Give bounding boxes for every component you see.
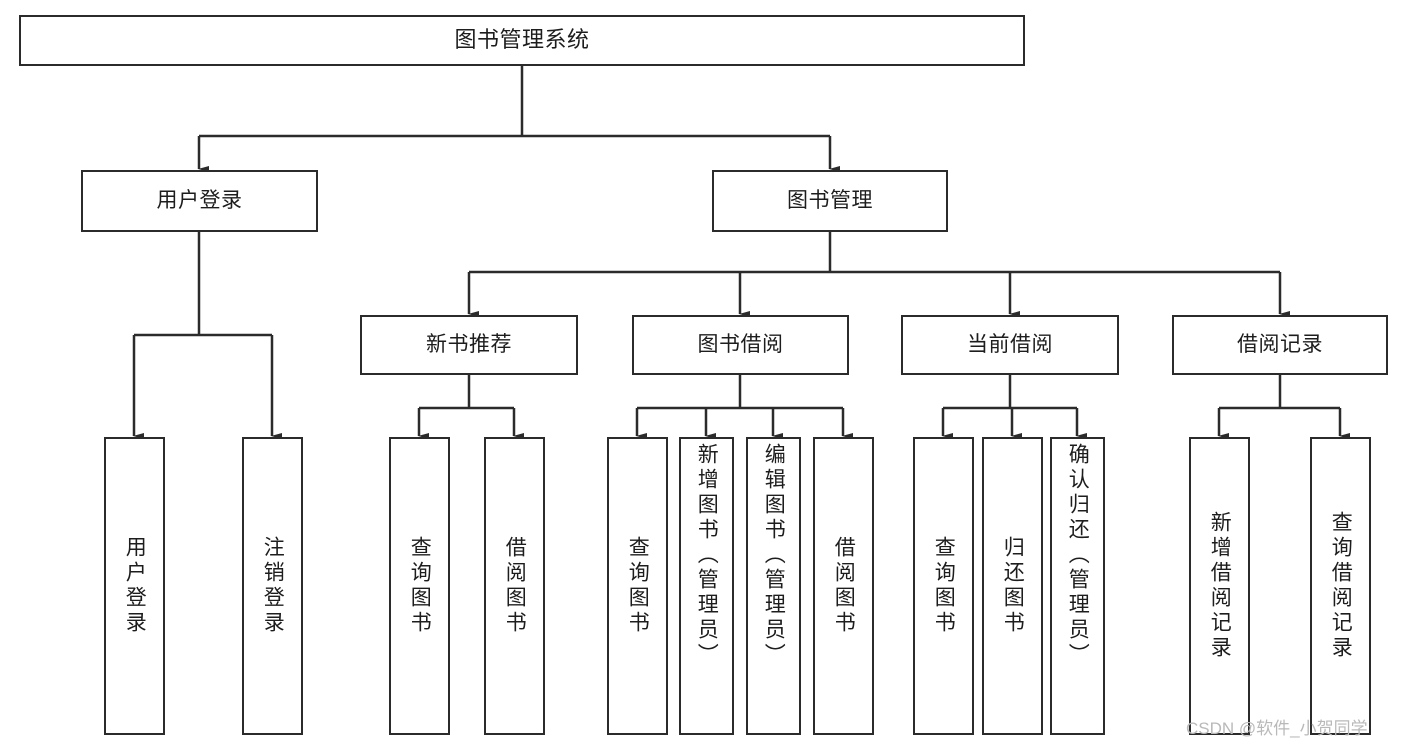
node-current-borrow-label: 当前借阅 (967, 333, 1053, 357)
leaf-add-book-admin-label: 新增图书（管理员） (695, 443, 719, 668)
leaf-user-login-do[interactable]: 用户登录 (104, 437, 165, 735)
leaf-query-borrow-record-label: 查询借阅记录 (1329, 511, 1353, 661)
leaf-return-book-label: 归还图书 (1001, 536, 1025, 636)
leaf-add-book-admin[interactable]: 新增图书（管理员） (679, 437, 734, 735)
leaf-borrow-book[interactable]: 借阅图书 (813, 437, 874, 735)
node-book-manage[interactable]: 图书管理 (712, 170, 948, 232)
node-book-borrow-label: 图书借阅 (697, 333, 784, 357)
leaf-confirm-return-admin[interactable]: 确认归还（管理员） (1050, 437, 1105, 735)
node-new-book-rec[interactable]: 新书推荐 (360, 315, 578, 375)
node-borrow-record[interactable]: 借阅记录 (1172, 315, 1388, 375)
leaf-borrow-query-book-label: 查询图书 (626, 536, 650, 636)
leaf-edit-book-admin[interactable]: 编辑图书（管理员） (746, 437, 801, 735)
node-user-login-label: 用户登录 (156, 189, 243, 213)
leaf-cur-query-book[interactable]: 查询图书 (913, 437, 974, 735)
node-current-borrow[interactable]: 当前借阅 (901, 315, 1119, 375)
leaf-rec-query-book[interactable]: 查询图书 (389, 437, 450, 735)
leaf-return-book[interactable]: 归还图书 (982, 437, 1043, 735)
node-borrow-record-label: 借阅记录 (1237, 333, 1323, 357)
leaf-add-borrow-record-label: 新增借阅记录 (1208, 511, 1232, 661)
node-new-book-rec-label: 新书推荐 (426, 333, 512, 357)
leaf-cur-query-book-label: 查询图书 (932, 536, 956, 636)
node-user-login[interactable]: 用户登录 (81, 170, 318, 232)
watermark: CSDN @软件_小贺同学 (1186, 719, 1368, 738)
leaf-user-login-do-label: 用户登录 (123, 536, 147, 636)
leaf-user-logout-label: 注销登录 (261, 536, 285, 636)
node-root[interactable]: 图书管理系统 (19, 15, 1025, 66)
leaf-rec-query-book-label: 查询图书 (408, 536, 432, 636)
leaf-query-borrow-record[interactable]: 查询借阅记录 (1310, 437, 1371, 735)
leaf-add-borrow-record[interactable]: 新增借阅记录 (1189, 437, 1250, 735)
node-book-manage-label: 图书管理 (787, 189, 873, 213)
leaf-borrow-book-label: 借阅图书 (832, 536, 856, 636)
leaf-user-logout[interactable]: 注销登录 (242, 437, 303, 735)
leaf-confirm-return-admin-label: 确认归还（管理员） (1066, 443, 1090, 668)
node-book-borrow[interactable]: 图书借阅 (632, 315, 849, 375)
leaf-edit-book-admin-label: 编辑图书（管理员） (762, 443, 786, 668)
leaf-rec-borrow-book[interactable]: 借阅图书 (484, 437, 545, 735)
leaf-borrow-query-book[interactable]: 查询图书 (607, 437, 668, 735)
node-root-label: 图书管理系统 (454, 27, 590, 53)
leaf-rec-borrow-book-label: 借阅图书 (503, 536, 527, 636)
